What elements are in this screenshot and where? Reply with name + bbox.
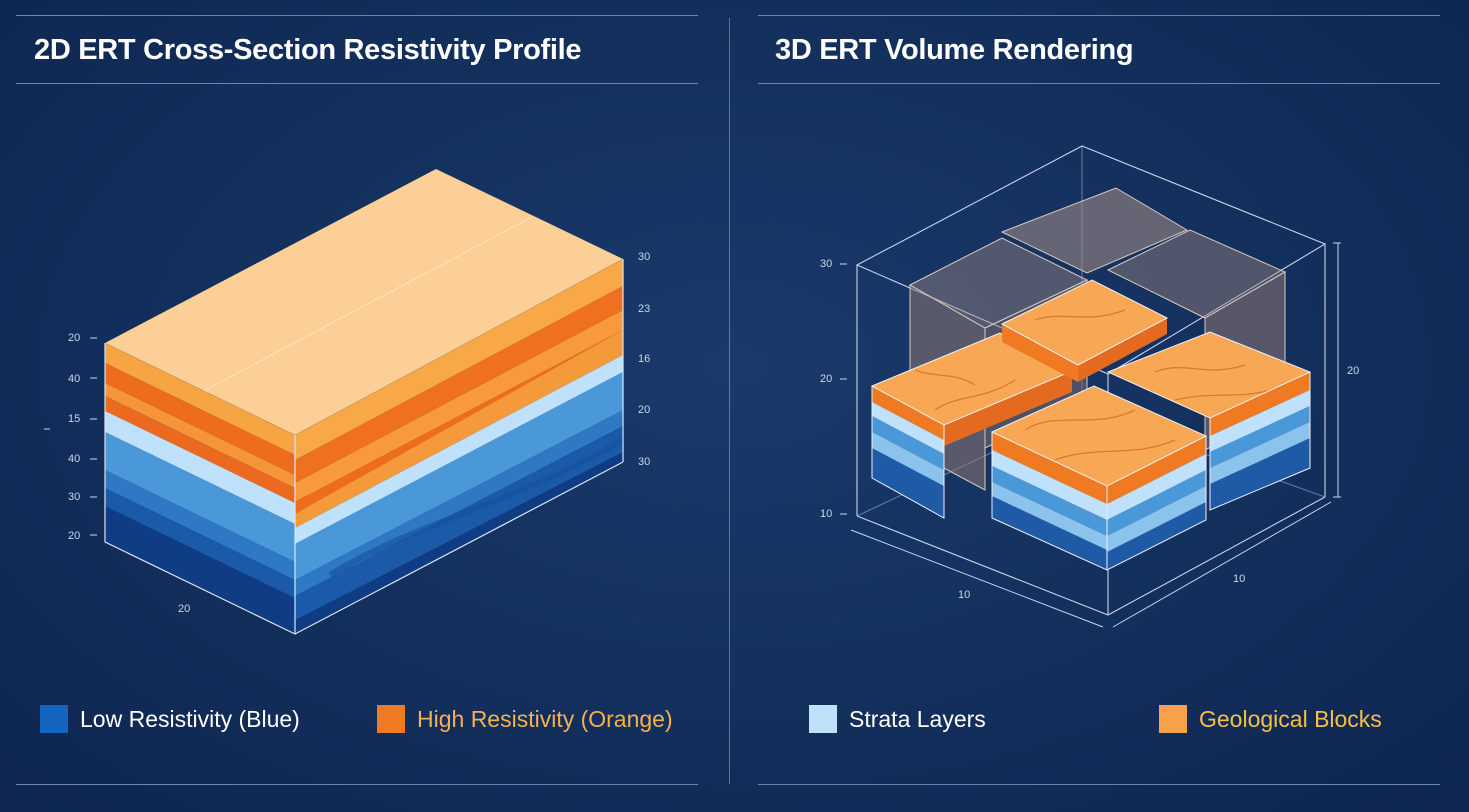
title-rule-left: [16, 83, 698, 84]
legend-low-resistivity: Low Resistivity (Blue): [40, 705, 300, 733]
volume-left-tick-3: 10: [820, 508, 832, 520]
volume-bottom-tick-2: 10: [1233, 573, 1245, 585]
top-rule-left: [16, 15, 698, 16]
bottom-axis-tick: 20: [178, 603, 190, 615]
bottom-rule-left: [16, 784, 698, 785]
right-axis-tick-2: 23: [638, 303, 650, 315]
title-rule-right: [758, 83, 1440, 84]
volume-left-tick-2: 20: [820, 373, 832, 385]
geological-swatch: [1159, 705, 1187, 733]
geo-block-c: [1106, 331, 1312, 511]
block-outline: [104, 259, 624, 635]
right-axis-tick-5: 30: [638, 456, 650, 468]
strata-swatch: [809, 705, 837, 733]
ert-2d-block-diagram: 20 40 15 40 30 20 30 23 16 20 30 20: [44, 169, 650, 635]
geological-label: Geological Blocks: [1199, 705, 1382, 732]
bottom-rule-right: [758, 784, 1440, 785]
geo-block-d: [990, 385, 1208, 571]
right-axis-tick-1: 30: [638, 251, 650, 263]
low-resistivity-swatch: [40, 705, 68, 733]
left-axis-tick-2: 40: [68, 373, 80, 385]
volume-bottom-tick-1: 10: [958, 589, 970, 601]
top-rule-right: [758, 15, 1440, 16]
right-axis-tick-3: 16: [638, 353, 650, 365]
geo-block-b: [1000, 279, 1169, 382]
block-top-face: [105, 169, 623, 435]
legend-geological-blocks: Geological Blocks: [1159, 705, 1382, 733]
panel-divider: [729, 18, 730, 784]
left-axis-tick-1: 20: [68, 332, 80, 344]
high-resistivity-label: High Resistivity (Orange): [417, 705, 673, 732]
legend-strata-layers: Strata Layers: [809, 705, 986, 733]
block-side-face: [295, 259, 623, 634]
geo-block-a: [870, 332, 1074, 519]
left-axis-tick-4: 40: [68, 453, 80, 465]
right-panel-title: 3D ERT Volume Rendering: [775, 34, 1134, 66]
block-top-seam: [199, 217, 531, 394]
right-axis-tick-4: 20: [638, 404, 650, 416]
left-axis-tick-3: 15: [68, 413, 80, 425]
left-axis-tick-5: 30: [68, 491, 80, 503]
legend-high-resistivity: High Resistivity (Orange): [377, 705, 673, 733]
volume-left-tick-1: 30: [820, 258, 832, 270]
block-front-face: [105, 343, 295, 634]
left-axis-tick-6: 20: [68, 530, 80, 542]
high-resistivity-swatch: [377, 705, 405, 733]
strata-label: Strata Layers: [849, 705, 986, 732]
ert-3d-volume-diagram: 30 20 10 20 10 10: [820, 145, 1359, 628]
volume-right-tick: 20: [1347, 365, 1359, 377]
low-resistivity-label: Low Resistivity (Blue): [80, 705, 300, 732]
left-panel-title: 2D ERT Cross-Section Resistivity Profile: [34, 34, 582, 66]
